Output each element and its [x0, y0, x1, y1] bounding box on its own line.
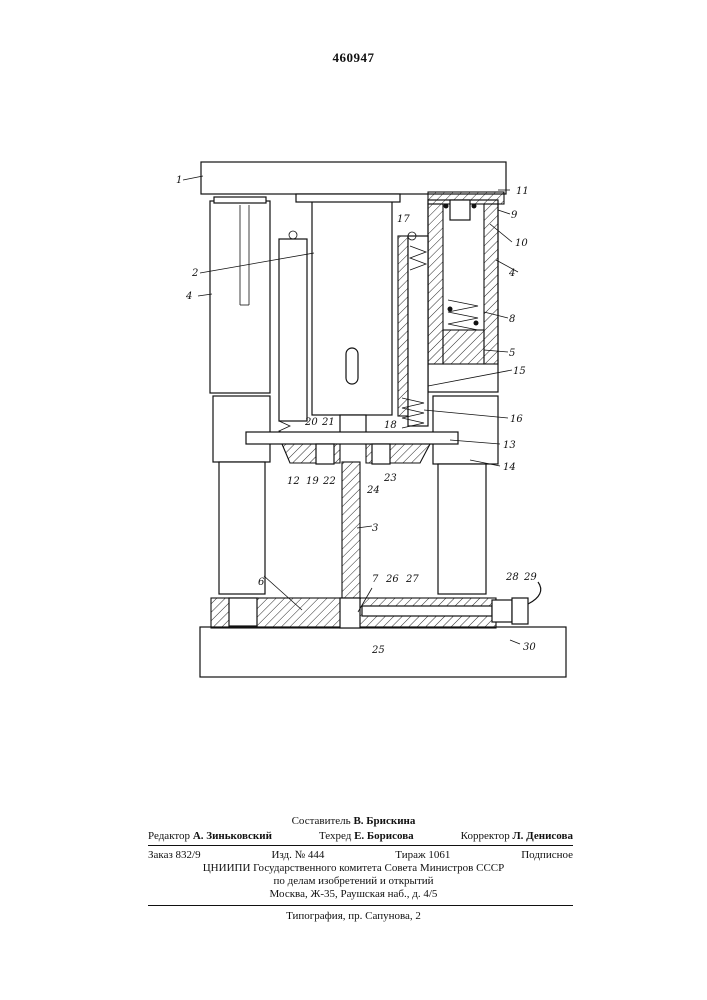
edition: Изд. № 444 — [271, 849, 324, 862]
label-29: 29 — [523, 572, 537, 583]
label-30: 30 — [523, 642, 536, 653]
divider-top — [148, 845, 573, 846]
right-guide — [398, 236, 408, 416]
label-3: 3 — [372, 523, 378, 534]
editor-label: Редактор — [148, 830, 190, 842]
circulation: Тираж 1061 — [395, 849, 450, 862]
fitting-28 — [492, 600, 512, 622]
label-2: 2 — [191, 268, 198, 279]
top-plate — [201, 162, 506, 194]
pipe — [362, 606, 492, 616]
subscription: Подписное — [521, 849, 573, 862]
label-17: 17 — [397, 214, 410, 225]
compiler-label: Составитель — [292, 815, 351, 827]
printer-line: Типография, пр. Сапунова, 2 — [0, 910, 707, 923]
label-14: 14 — [503, 462, 516, 473]
techeditor: Техред Е. Борисова — [319, 830, 414, 843]
org-line-3: Москва, Ж-35, Раушская наб., д. 4/5 — [0, 888, 707, 901]
techeditor-name: Е. Борисова — [354, 830, 414, 842]
label-18: 18 — [384, 420, 397, 431]
label-23: 23 — [383, 473, 397, 484]
label-19: 19 — [306, 476, 319, 487]
label-8: 8 — [509, 314, 515, 325]
label-13: 13 — [503, 440, 516, 451]
techeditor-label: Техред — [319, 830, 351, 842]
label-22: 22 — [322, 476, 336, 487]
label-20: 20 — [304, 417, 318, 428]
label-11: 11 — [516, 186, 529, 197]
label-5: 5 — [509, 348, 515, 359]
corrector: Корректор Л. Денисова — [461, 830, 573, 843]
label-7: 7 — [372, 574, 379, 585]
technical-drawing: 1 2 4 3 4 5 6 7 8 9 10 11 12 13 14 15 16… — [0, 0, 707, 700]
label-25: 25 — [371, 645, 385, 656]
cylinder-piston — [443, 330, 484, 364]
label-24: 24 — [366, 485, 380, 496]
label-1: 1 — [176, 175, 182, 186]
editor-name: А. Зиньковский — [193, 830, 272, 842]
order: Заказ 832/9 — [148, 849, 201, 862]
shaft — [342, 462, 360, 602]
label-6: 6 — [258, 577, 265, 588]
label-12: 12 — [287, 476, 300, 487]
left-rod — [279, 239, 307, 421]
right-column-lower — [438, 464, 486, 594]
editor: Редактор А. Зиньковский — [148, 830, 272, 843]
compiler-name: В. Брискина — [353, 815, 415, 827]
label-4-right: 4 — [508, 268, 515, 279]
label-4-left: 4 — [185, 291, 192, 302]
cylinder-wall-left — [428, 204, 443, 364]
label-16: 16 — [510, 414, 523, 425]
label-15: 15 — [513, 366, 526, 377]
cylinder-wall-right — [484, 204, 498, 364]
label-21: 21 — [321, 417, 335, 428]
label-28: 28 — [505, 572, 519, 583]
crossbar — [246, 432, 458, 444]
org-line-1: ЦНИИПИ Государственного комитета Совета … — [0, 862, 707, 875]
compiler-line: Составитель В. Брискина — [0, 815, 707, 828]
label-26: 26 — [385, 574, 399, 585]
credits-row: Редактор А. Зиньковский Техред Е. Борисо… — [148, 830, 573, 843]
label-10: 10 — [515, 238, 528, 249]
org-line-2: по делам изобретений и открытий — [0, 875, 707, 888]
order-row: Заказ 832/9 Изд. № 444 Тираж 1061 Подпис… — [148, 849, 573, 862]
right-collar — [433, 396, 498, 464]
fitting-29 — [512, 598, 528, 624]
corrector-name: Л. Денисова — [512, 830, 573, 842]
divider-bottom — [148, 905, 573, 906]
label-27: 27 — [405, 574, 419, 585]
left-column-lower — [219, 462, 265, 594]
label-9: 9 — [511, 210, 518, 221]
corrector-label: Корректор — [461, 830, 510, 842]
left-collar — [213, 396, 270, 462]
